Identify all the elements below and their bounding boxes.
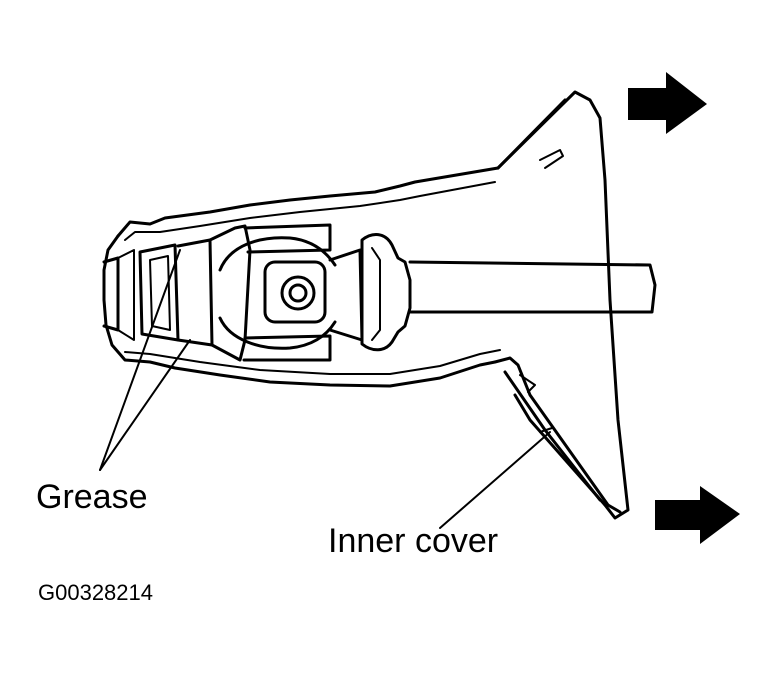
housing <box>102 166 501 388</box>
grease-leader-lines <box>99 249 191 471</box>
grease-pocket <box>138 238 214 347</box>
figure-id: G00328214 <box>38 580 153 605</box>
joint-cage <box>208 223 364 362</box>
arrow-right-icon <box>655 486 740 544</box>
arrow-right-icon <box>628 72 707 134</box>
shaft <box>360 233 657 352</box>
grease-label: Grease <box>36 478 148 516</box>
inner-cover <box>493 356 622 514</box>
inner-cover-label: Inner cover <box>328 522 499 560</box>
inner-cover-leader-line <box>439 431 551 529</box>
